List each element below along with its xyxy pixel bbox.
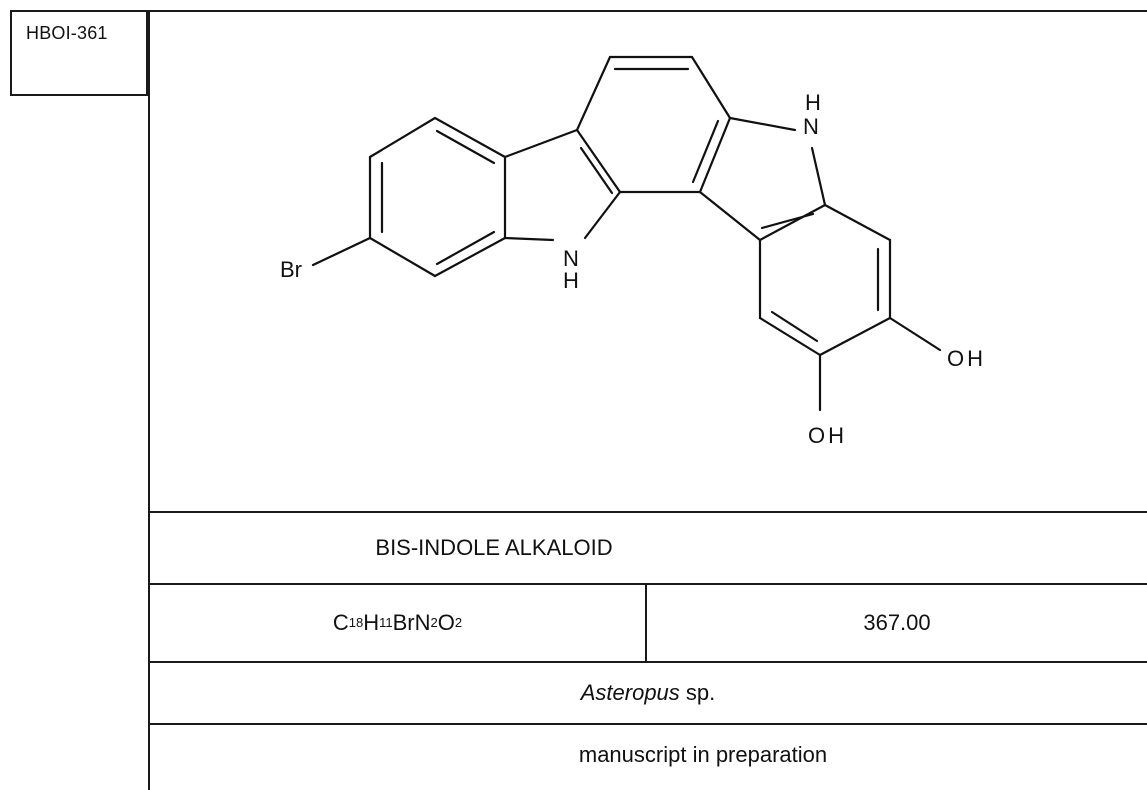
source-suffix: sp.: [679, 680, 716, 705]
molecular-weight: 367.00: [863, 610, 931, 635]
atom-label-n-top: N: [803, 114, 819, 139]
divider-class: [148, 583, 1147, 585]
formula-part-o: O: [437, 610, 455, 635]
formula-part-c: C: [332, 610, 349, 635]
atom-label-h-top: H: [805, 90, 821, 115]
atom-label-oh-right: OH: [947, 346, 986, 371]
atom-label-oh-bottom: OH: [808, 423, 847, 448]
source-organism: Asteropus sp.: [150, 663, 1146, 723]
divider-formula-weight: [645, 584, 647, 662]
formula-part-brn: BrN: [392, 610, 431, 635]
atom-label-n-bottom: N: [563, 246, 579, 271]
main-table-border: [148, 10, 1147, 790]
formula-part-h: H: [363, 610, 380, 635]
divider-source: [148, 723, 1147, 725]
atom-label-br: Br: [280, 257, 302, 282]
chemical-structure: Br H N N H OH OH: [280, 55, 986, 448]
atom-labels: Br H N N H OH OH: [280, 90, 986, 448]
compound-id-box: [10, 10, 148, 96]
compound-class: BIS-INDOLE ALKALOID: [375, 535, 613, 560]
compound-id: HBOI-361: [26, 23, 108, 43]
source-genus: Asteropus: [580, 680, 680, 705]
structure-bonds: [311, 55, 942, 412]
divider-formula: [148, 661, 1147, 663]
divider-structure: [148, 511, 1147, 513]
atom-label-h-bottom: H: [563, 268, 579, 293]
reference: manuscript in preparation: [578, 742, 828, 767]
